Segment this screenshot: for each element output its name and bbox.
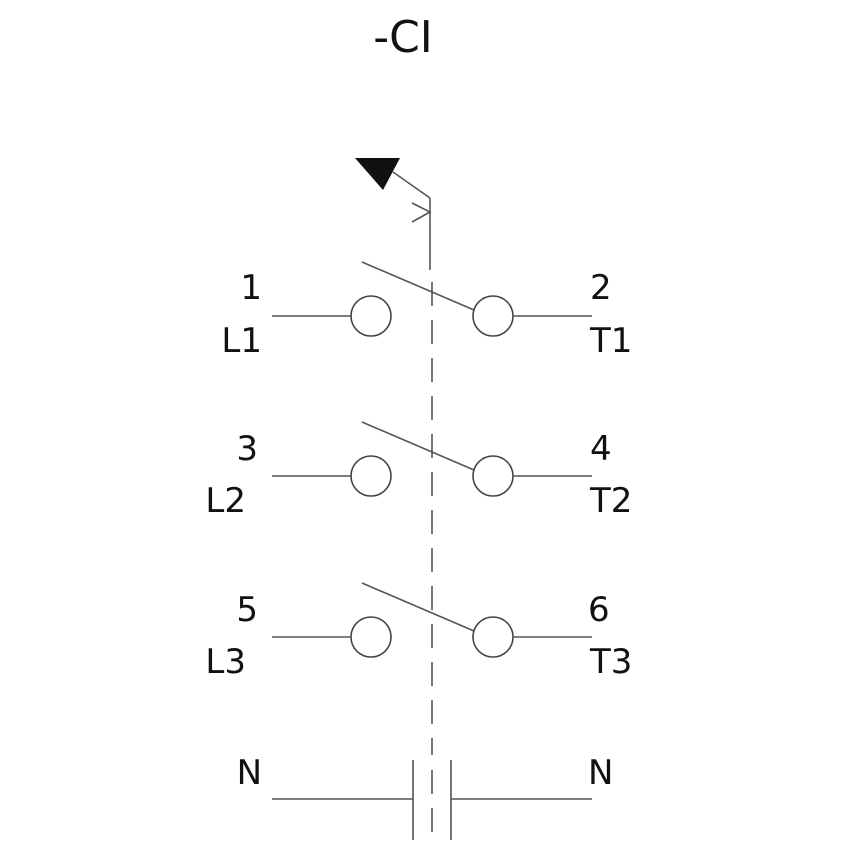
actuator — [355, 158, 432, 270]
pole-3: 5 L3 6 T3 — [205, 582, 632, 682]
neutral-right-label: N — [588, 753, 613, 793]
pole-2-top-right-label: 4 — [590, 429, 612, 469]
pole-3-terminal-right — [472, 616, 514, 658]
pole-3-top-right-label: 6 — [588, 590, 610, 630]
pole-2-contact-blade — [361, 421, 475, 471]
pole-3-top-left-label: 5 — [236, 590, 258, 630]
diagram-title: -CI — [373, 12, 433, 63]
pole-3-contact-blade — [361, 582, 475, 632]
pole-3-bottom-right-label: T3 — [589, 642, 632, 682]
pole-1-contact-blade — [361, 261, 475, 311]
pole-2-bottom-right-label: T2 — [589, 481, 632, 521]
arrow-head-icon — [355, 158, 400, 190]
actuator-notch — [411, 202, 432, 223]
pole-1-terminal-right — [472, 295, 514, 337]
pole-1-bottom-right-label: T1 — [589, 321, 632, 361]
pole-2: 3 L2 4 T2 — [205, 421, 632, 521]
pole-2-top-left-label: 3 — [236, 429, 258, 469]
neutral-contact: N N — [237, 753, 613, 840]
pole-1-top-right-label: 2 — [590, 268, 612, 308]
pole-1-bottom-left-label: L1 — [221, 321, 262, 361]
pole-3-bottom-left-label: L3 — [205, 642, 246, 682]
pole-1: 1 L1 2 T1 — [221, 261, 632, 361]
pole-1-top-left-label: 1 — [240, 268, 262, 308]
neutral-left-label: N — [237, 753, 262, 793]
pole-2-terminal-right — [472, 455, 514, 497]
pole-2-terminal-left — [350, 455, 392, 497]
actuator-lever — [392, 171, 431, 199]
pole-3-terminal-left — [350, 616, 392, 658]
pole-1-terminal-left — [350, 295, 392, 337]
pole-2-bottom-left-label: L2 — [205, 481, 246, 521]
